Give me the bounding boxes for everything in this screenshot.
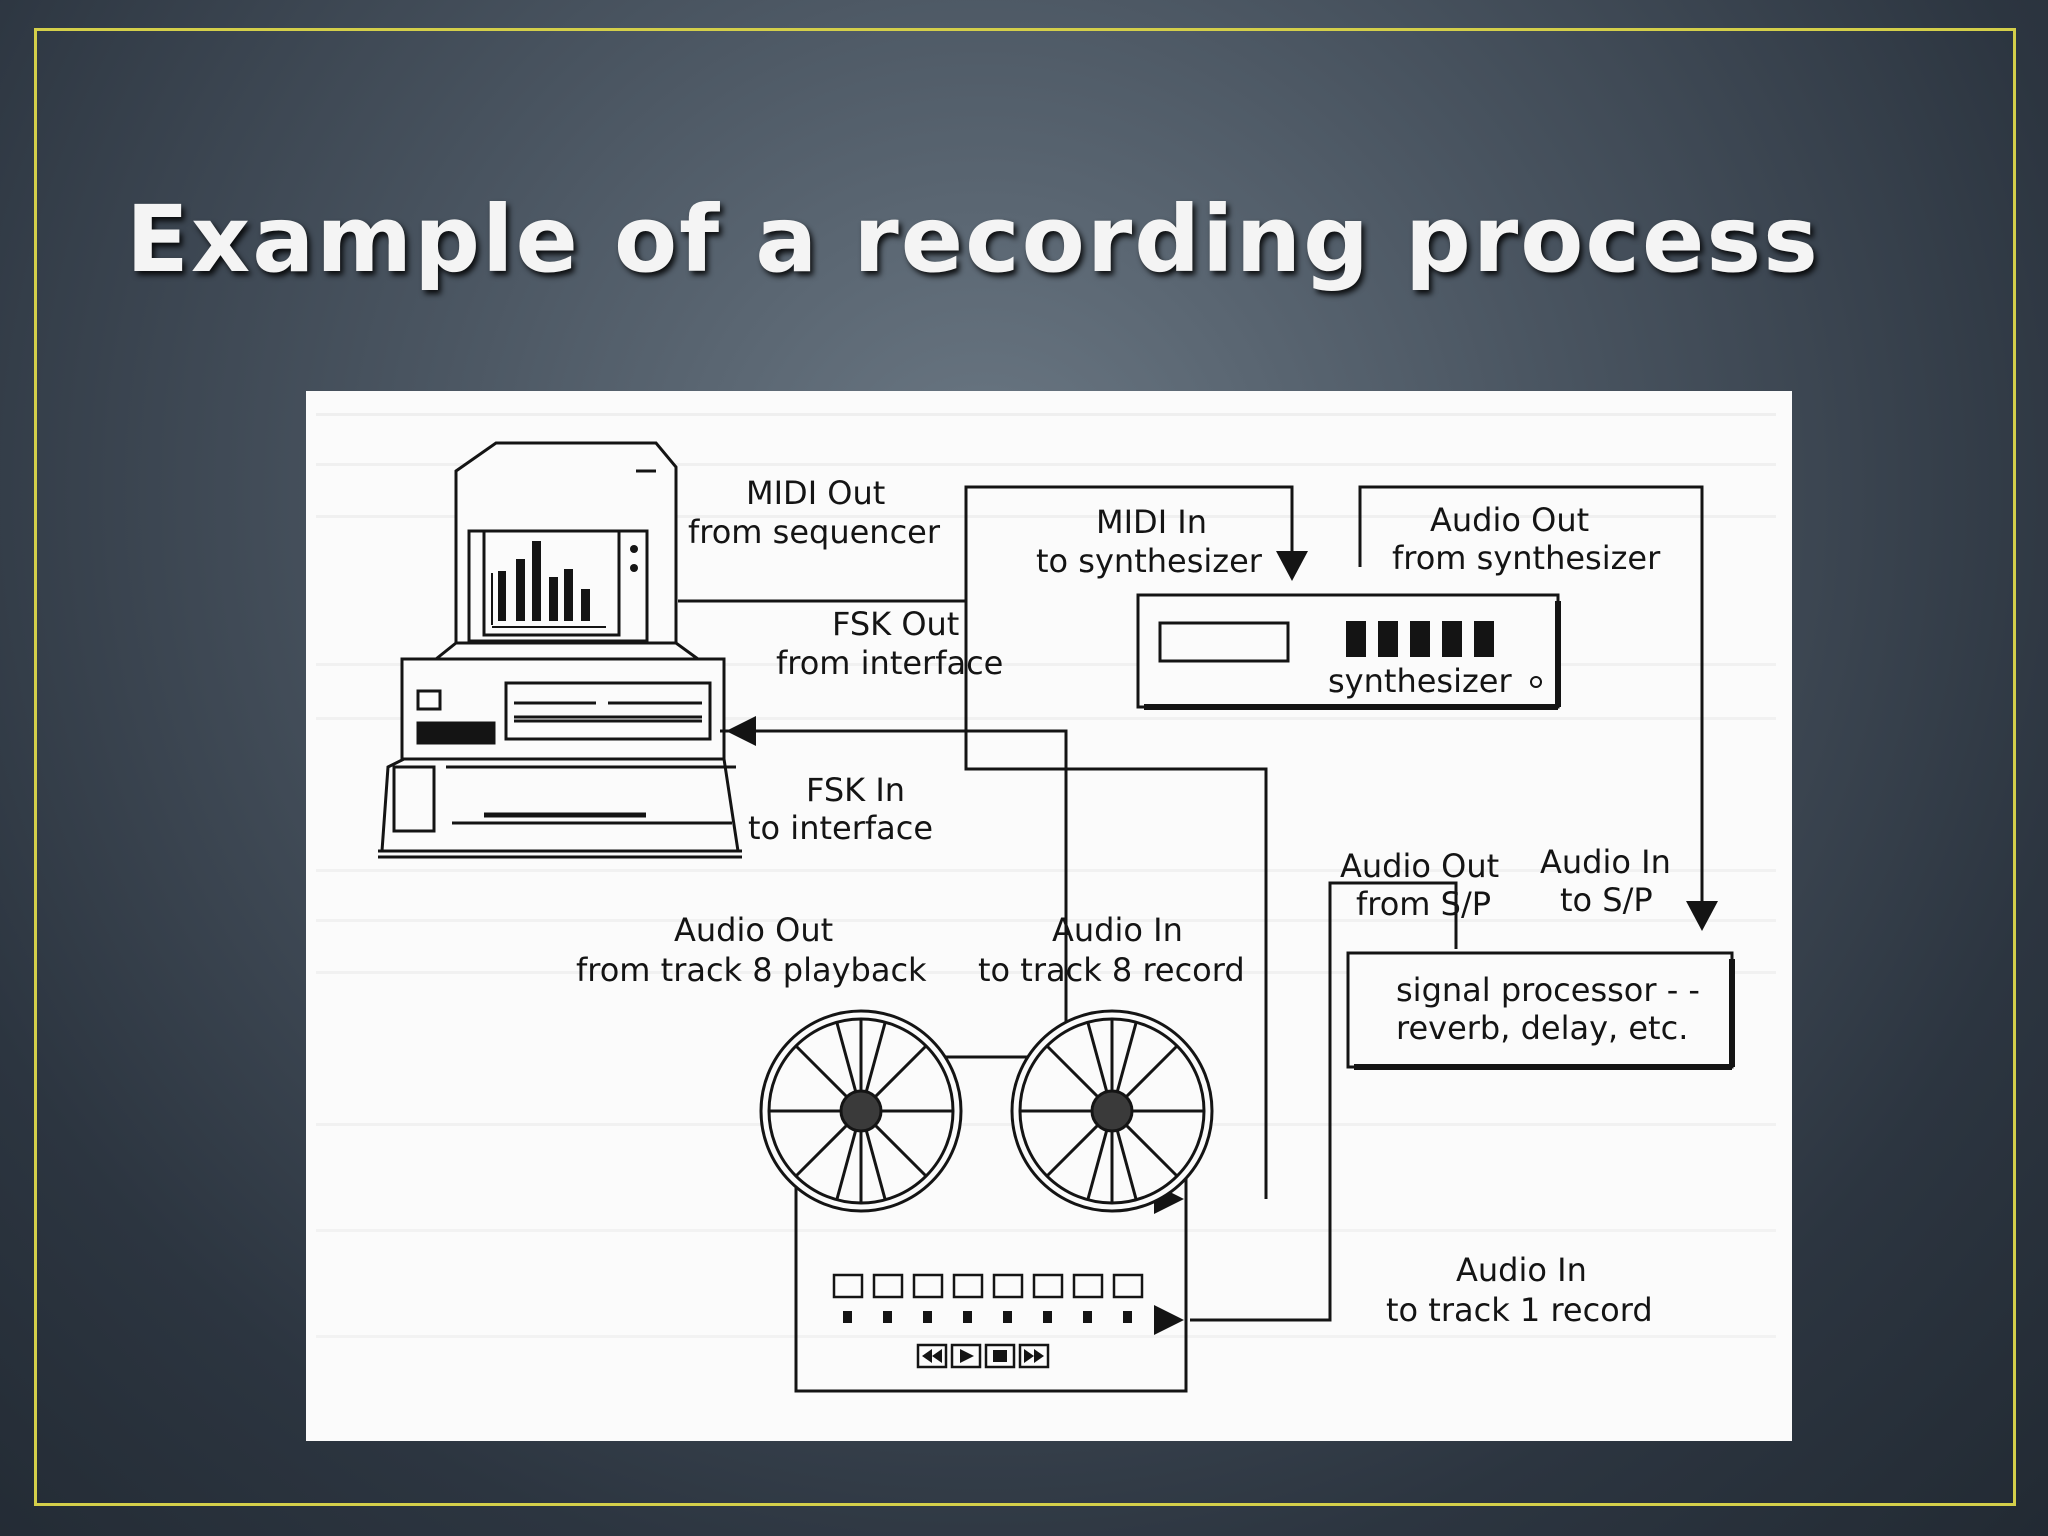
slide-frame (34, 28, 2016, 1506)
label-audio-out-synth-1: Audio Out (1430, 501, 1589, 539)
label-audio-in-track1-1: Audio In (1456, 1251, 1587, 1289)
label-audio-out-synth-2: from synthesizer (1392, 539, 1661, 577)
label-audio-in-track1-2: to track 1 record (1386, 1291, 1653, 1329)
label-audio-out-track8-2: from track 8 playback (576, 951, 927, 989)
label-midi-in-1: MIDI In (1096, 503, 1207, 541)
synthesizer-label: synthesizer (1328, 662, 1512, 700)
label-midi-in-2: to synthesizer (1036, 542, 1263, 580)
label-audio-out-track8-1: Audio Out (674, 911, 833, 949)
label-audio-in-track8-1: Audio In (1052, 911, 1183, 949)
label-audio-in-sp-2: to S/P (1560, 881, 1653, 919)
label-audio-in-track8-2: to track 8 record (978, 951, 1245, 989)
computer-icon (378, 441, 742, 859)
tape-recorder-icon (759, 1009, 1214, 1393)
slide-title: Example of a recording process (126, 186, 1820, 293)
label-audio-in-sp-1: Audio In (1540, 843, 1671, 881)
signal-wires (678, 485, 1704, 1393)
label-fsk-out-1: FSK Out (832, 605, 959, 643)
signal-processor-box (1346, 951, 1735, 1070)
label-midi-out-2: from sequencer (688, 513, 941, 551)
synthesizer-icon (1136, 593, 1561, 710)
label-audio-out-sp-2: from S/P (1356, 885, 1491, 923)
signal-processor-line2: reverb, delay, etc. (1396, 1009, 1688, 1047)
label-audio-out-sp-1: Audio Out (1340, 847, 1499, 885)
label-fsk-in-2: to interface (748, 809, 933, 847)
recording-diagram: synthesizer signal processor - - reverb,… (306, 391, 1792, 1441)
label-fsk-out-2: from interface (776, 644, 1003, 682)
label-midi-out-1: MIDI Out (746, 474, 885, 512)
signal-processor-line1: signal processor - - (1396, 971, 1700, 1009)
label-fsk-in-1: FSK In (806, 771, 905, 809)
